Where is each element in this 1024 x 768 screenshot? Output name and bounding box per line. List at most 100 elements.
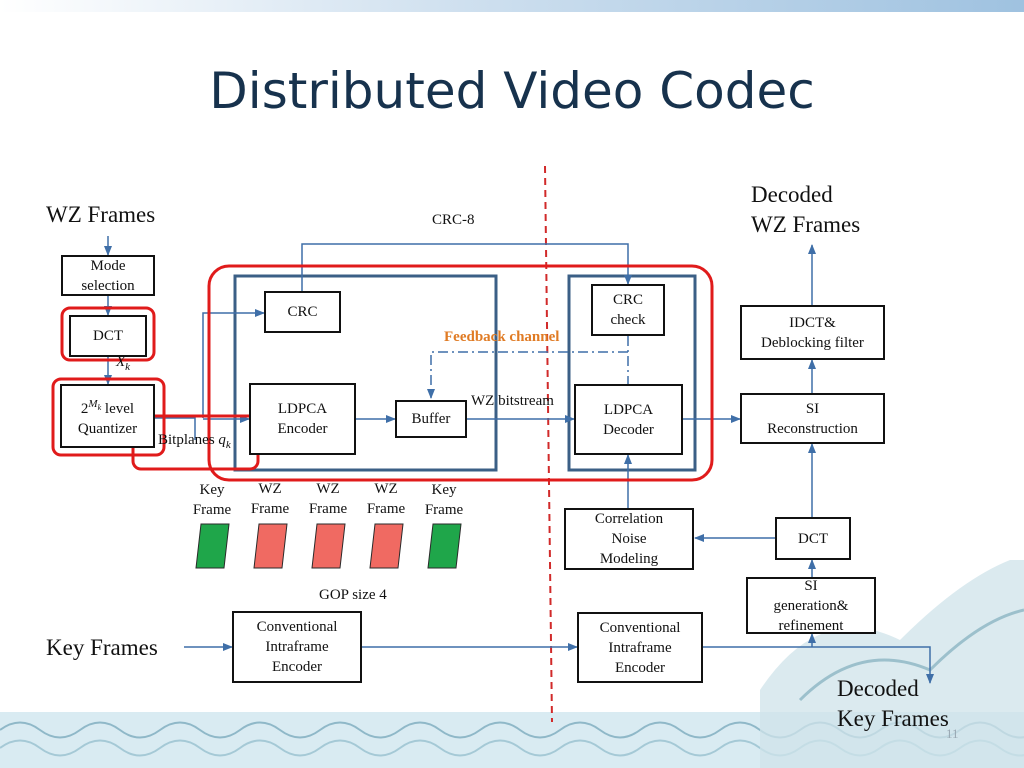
ldpca-encoder-line1: LDPCA (277, 401, 328, 417)
decoded-key-line2: Key Frames (837, 706, 949, 731)
dct-encoder-block: DCT (69, 315, 147, 357)
quantizer-line2: Quantizer (77, 420, 138, 437)
cnm-line2: Noise (611, 531, 647, 547)
arrow-quantizer-to-bitplanes (155, 417, 196, 440)
divider-line (544, 165, 553, 723)
decoded-wz-label: Decoded WZ Frames (751, 180, 860, 240)
intra-dec-line1: Conventional (599, 619, 681, 636)
dct-decoder-block: DCT (775, 517, 851, 560)
idct-line2: Deblocking filter (761, 334, 864, 351)
crc-check-line2: check (610, 312, 646, 328)
decoder-group-frame (567, 274, 697, 472)
xk-subscript: k (125, 361, 131, 373)
buffer-block: Buffer (395, 400, 467, 438)
gop-frame-label-line1: WZ (316, 481, 340, 497)
si-reconstruction-block: SI Reconstruction (740, 393, 885, 444)
gop-frame-label: WZ Frame (358, 479, 414, 519)
wz-frame-shape (253, 523, 288, 569)
intra-enc-line1: Conventional (256, 619, 338, 635)
crc-block: CRC (264, 291, 341, 333)
mode-selection-line2: selection (81, 277, 135, 294)
quantizer-prefix: 2 (80, 400, 89, 417)
si-generation-block: SI generation&refinement (746, 577, 876, 634)
dct-decoder-label: DCT (798, 530, 828, 547)
top-decorative-bar (0, 0, 1024, 12)
ldpca-encoder-block: LDPCA Encoder (249, 383, 356, 455)
gop-frame-label-line1: Key (199, 482, 225, 498)
intra-dec-line2: Intraframe (608, 639, 672, 656)
highlight-dct (60, 306, 156, 362)
idct-deblocking-block: IDCT&Deblocking filter (740, 305, 885, 360)
xk-label: Xk (116, 352, 130, 377)
encoder-group-frame (233, 274, 498, 472)
crc-label: CRC (287, 304, 318, 320)
xk-symbol: X (116, 354, 126, 370)
gop-frame-label-line1: WZ (374, 481, 398, 497)
quantizer-block: 2Mk level Quantizer (60, 384, 155, 448)
ldpca-decoder-line2: Decoder (603, 421, 654, 438)
key-frame-shape (195, 523, 230, 569)
quantizer-sup-m: M (88, 397, 98, 410)
decoded-key-label: Decoded Key Frames (837, 674, 949, 734)
gop-frame-label-line1: WZ (258, 481, 282, 497)
intra-enc-line2: Intraframe (265, 639, 329, 655)
feedback-channel-to-buffer (427, 351, 628, 399)
cnm-line1: Correlation (594, 511, 664, 527)
gop-frame-label-line2: Frame (250, 501, 290, 517)
si-recon-line1: SI (805, 400, 820, 417)
sigen-line1: SI (804, 577, 818, 594)
page-number: 11 (946, 726, 959, 741)
key-frames-label: Key Frames (46, 635, 158, 660)
quantizer-line1: 2Mk level (78, 394, 137, 419)
intra-enc-line3: Encoder (272, 659, 322, 675)
wz-frames-label: WZ Frames (46, 202, 156, 227)
highlight-encoder (207, 264, 714, 482)
gop-frame-label-line2: Frame (366, 501, 406, 517)
slide-title: Distributed Video Codec (209, 62, 815, 120)
decoded-wz-line2: WZ Frames (751, 212, 861, 237)
bitplanes-text: Bitplanes (158, 432, 215, 448)
quantizer-sup: Mk (88, 397, 102, 412)
sigen-line2: generation& (773, 597, 849, 614)
decoded-key-line1: Decoded (837, 676, 919, 701)
ldpca-decoder-line1: LDPCA (603, 401, 654, 418)
quantizer-sup-sub: k (97, 402, 102, 412)
cnm-line3: Modeling (599, 551, 659, 567)
sigen-line3: refinement (778, 617, 844, 634)
decoded-wz-line1: Decoded (751, 182, 833, 207)
quantizer-suffix: level (101, 400, 135, 417)
wz-bitstream-label: WZ bitstream (471, 393, 554, 409)
ldpca-encoder-line2: Encoder (277, 421, 328, 437)
crc8-label: CRC-8 (432, 212, 475, 228)
ldpca-decoder-block: LDPCA Decoder (574, 384, 683, 455)
arrow-intra-dec-to-output (703, 646, 934, 684)
wz-frame-shape (369, 523, 404, 569)
si-recon-line2: Reconstruction (767, 420, 858, 437)
crc-check-line1: CRC (612, 292, 643, 308)
idct-line1: IDCT& (789, 314, 836, 331)
qk-subscript: k (225, 439, 231, 451)
mode-selection-line1: Mode (90, 257, 126, 274)
wz-frame-shape (311, 523, 346, 569)
dct-encoder-label: DCT (93, 328, 123, 344)
bitplanes-label: Bitplanes qk (158, 430, 231, 455)
gop-frame-label-line2: Frame (192, 502, 232, 518)
feedback-channel-label: Feedback channel (444, 329, 560, 345)
arrow-bitplanes-to-crc (202, 309, 265, 418)
gop-size-label: GOP size 4 (319, 587, 387, 603)
gop-frame-label-line1: Key (431, 482, 457, 498)
intra-dec-line3: Encoder (615, 659, 665, 676)
key-frame-shape (427, 523, 462, 569)
crc-check-block: CRC check (591, 284, 665, 336)
gop-frame-label: WZ Frame (242, 479, 298, 519)
qk-symbol: q (218, 432, 226, 448)
